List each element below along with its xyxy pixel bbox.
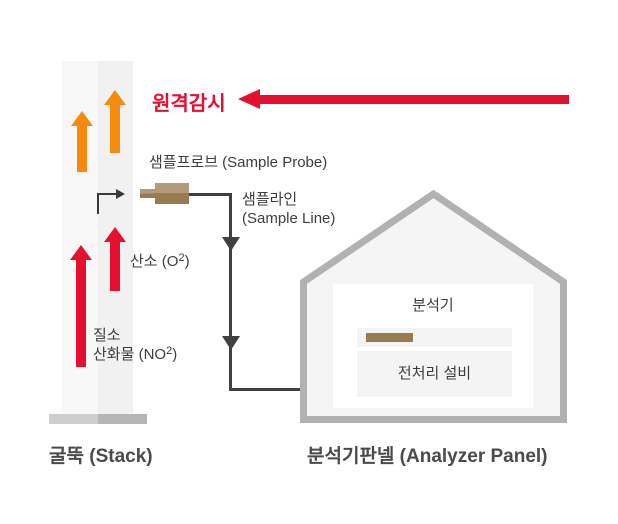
- sample-line-segment-vertical: [229, 193, 232, 391]
- flue-gas-up-arrow-left: [71, 111, 93, 172]
- nox-label-text: 산화물 (NO: [93, 346, 167, 363]
- arrow-head-icon: [104, 227, 126, 242]
- sample-line-label: 샘플라인 (Sample Line): [242, 190, 335, 228]
- analyzer-label: 분석기: [412, 297, 454, 314]
- arrow-head-icon: [104, 90, 126, 105]
- nox-label: 질소 산화물 (NO2): [93, 326, 177, 366]
- probe-flow-arrow-vertical: [97, 193, 99, 214]
- stack-base: [49, 414, 147, 424]
- analyzer-slot: [357, 328, 512, 347]
- arrow-shaft: [110, 105, 120, 153]
- nox-label-line1: 질소: [93, 327, 121, 344]
- probe-flow-arrow-horizontal: [97, 193, 117, 195]
- stack-caption: 굴뚝 (Stack): [49, 446, 153, 467]
- nox-label-line2: 산화물 (NO2): [93, 345, 177, 366]
- analyzer-indicator-bar: [366, 333, 413, 342]
- oxygen-label: 산소 (O2): [130, 252, 190, 273]
- pretreatment-box: 전처리 설비: [357, 351, 512, 397]
- nox-label-close: ): [172, 346, 178, 363]
- remote-monitoring-arrow-shaft: [259, 95, 569, 104]
- oxygen-superscript: 2: [178, 252, 185, 264]
- analyzer-panel-caption: 분석기판넬 (Analyzer Panel): [307, 446, 548, 467]
- remote-monitoring-label: 원격감시: [152, 93, 226, 115]
- arrow-head-icon: [71, 111, 93, 126]
- sample-line-arrow-head-icon: [222, 237, 240, 251]
- sample-line-arrow-head-icon: [222, 336, 240, 350]
- arrow-shaft: [76, 260, 86, 367]
- sample-probe-tip: [140, 189, 155, 198]
- arrow-shaft: [110, 242, 120, 291]
- oxygen-up-arrow: [104, 227, 126, 291]
- nox-up-arrow: [70, 245, 92, 367]
- sample-probe-body: [155, 183, 189, 204]
- nox-superscript: 2: [166, 345, 173, 357]
- oxygen-label-close: ): [184, 253, 190, 270]
- arrow-shaft: [77, 126, 87, 172]
- oxygen-label-text: 산소 (O: [130, 253, 179, 270]
- sample-line-segment-bottom: [229, 388, 333, 391]
- analyzer-cabinet: 분석기 전처리 설비: [333, 284, 533, 408]
- sample-line-label-en: (Sample Line): [242, 210, 336, 227]
- sample-probe-label: 샘플프로브 (Sample Probe): [149, 154, 328, 171]
- probe-flow-arrow-head-icon: [116, 189, 125, 199]
- sample-line-segment-top: [189, 193, 232, 196]
- sample-line-label-ko: 샘플라인: [242, 191, 298, 208]
- flue-gas-up-arrow-right: [104, 90, 126, 153]
- remote-monitoring-arrow-head-icon: [238, 89, 260, 109]
- arrow-head-icon: [70, 245, 92, 260]
